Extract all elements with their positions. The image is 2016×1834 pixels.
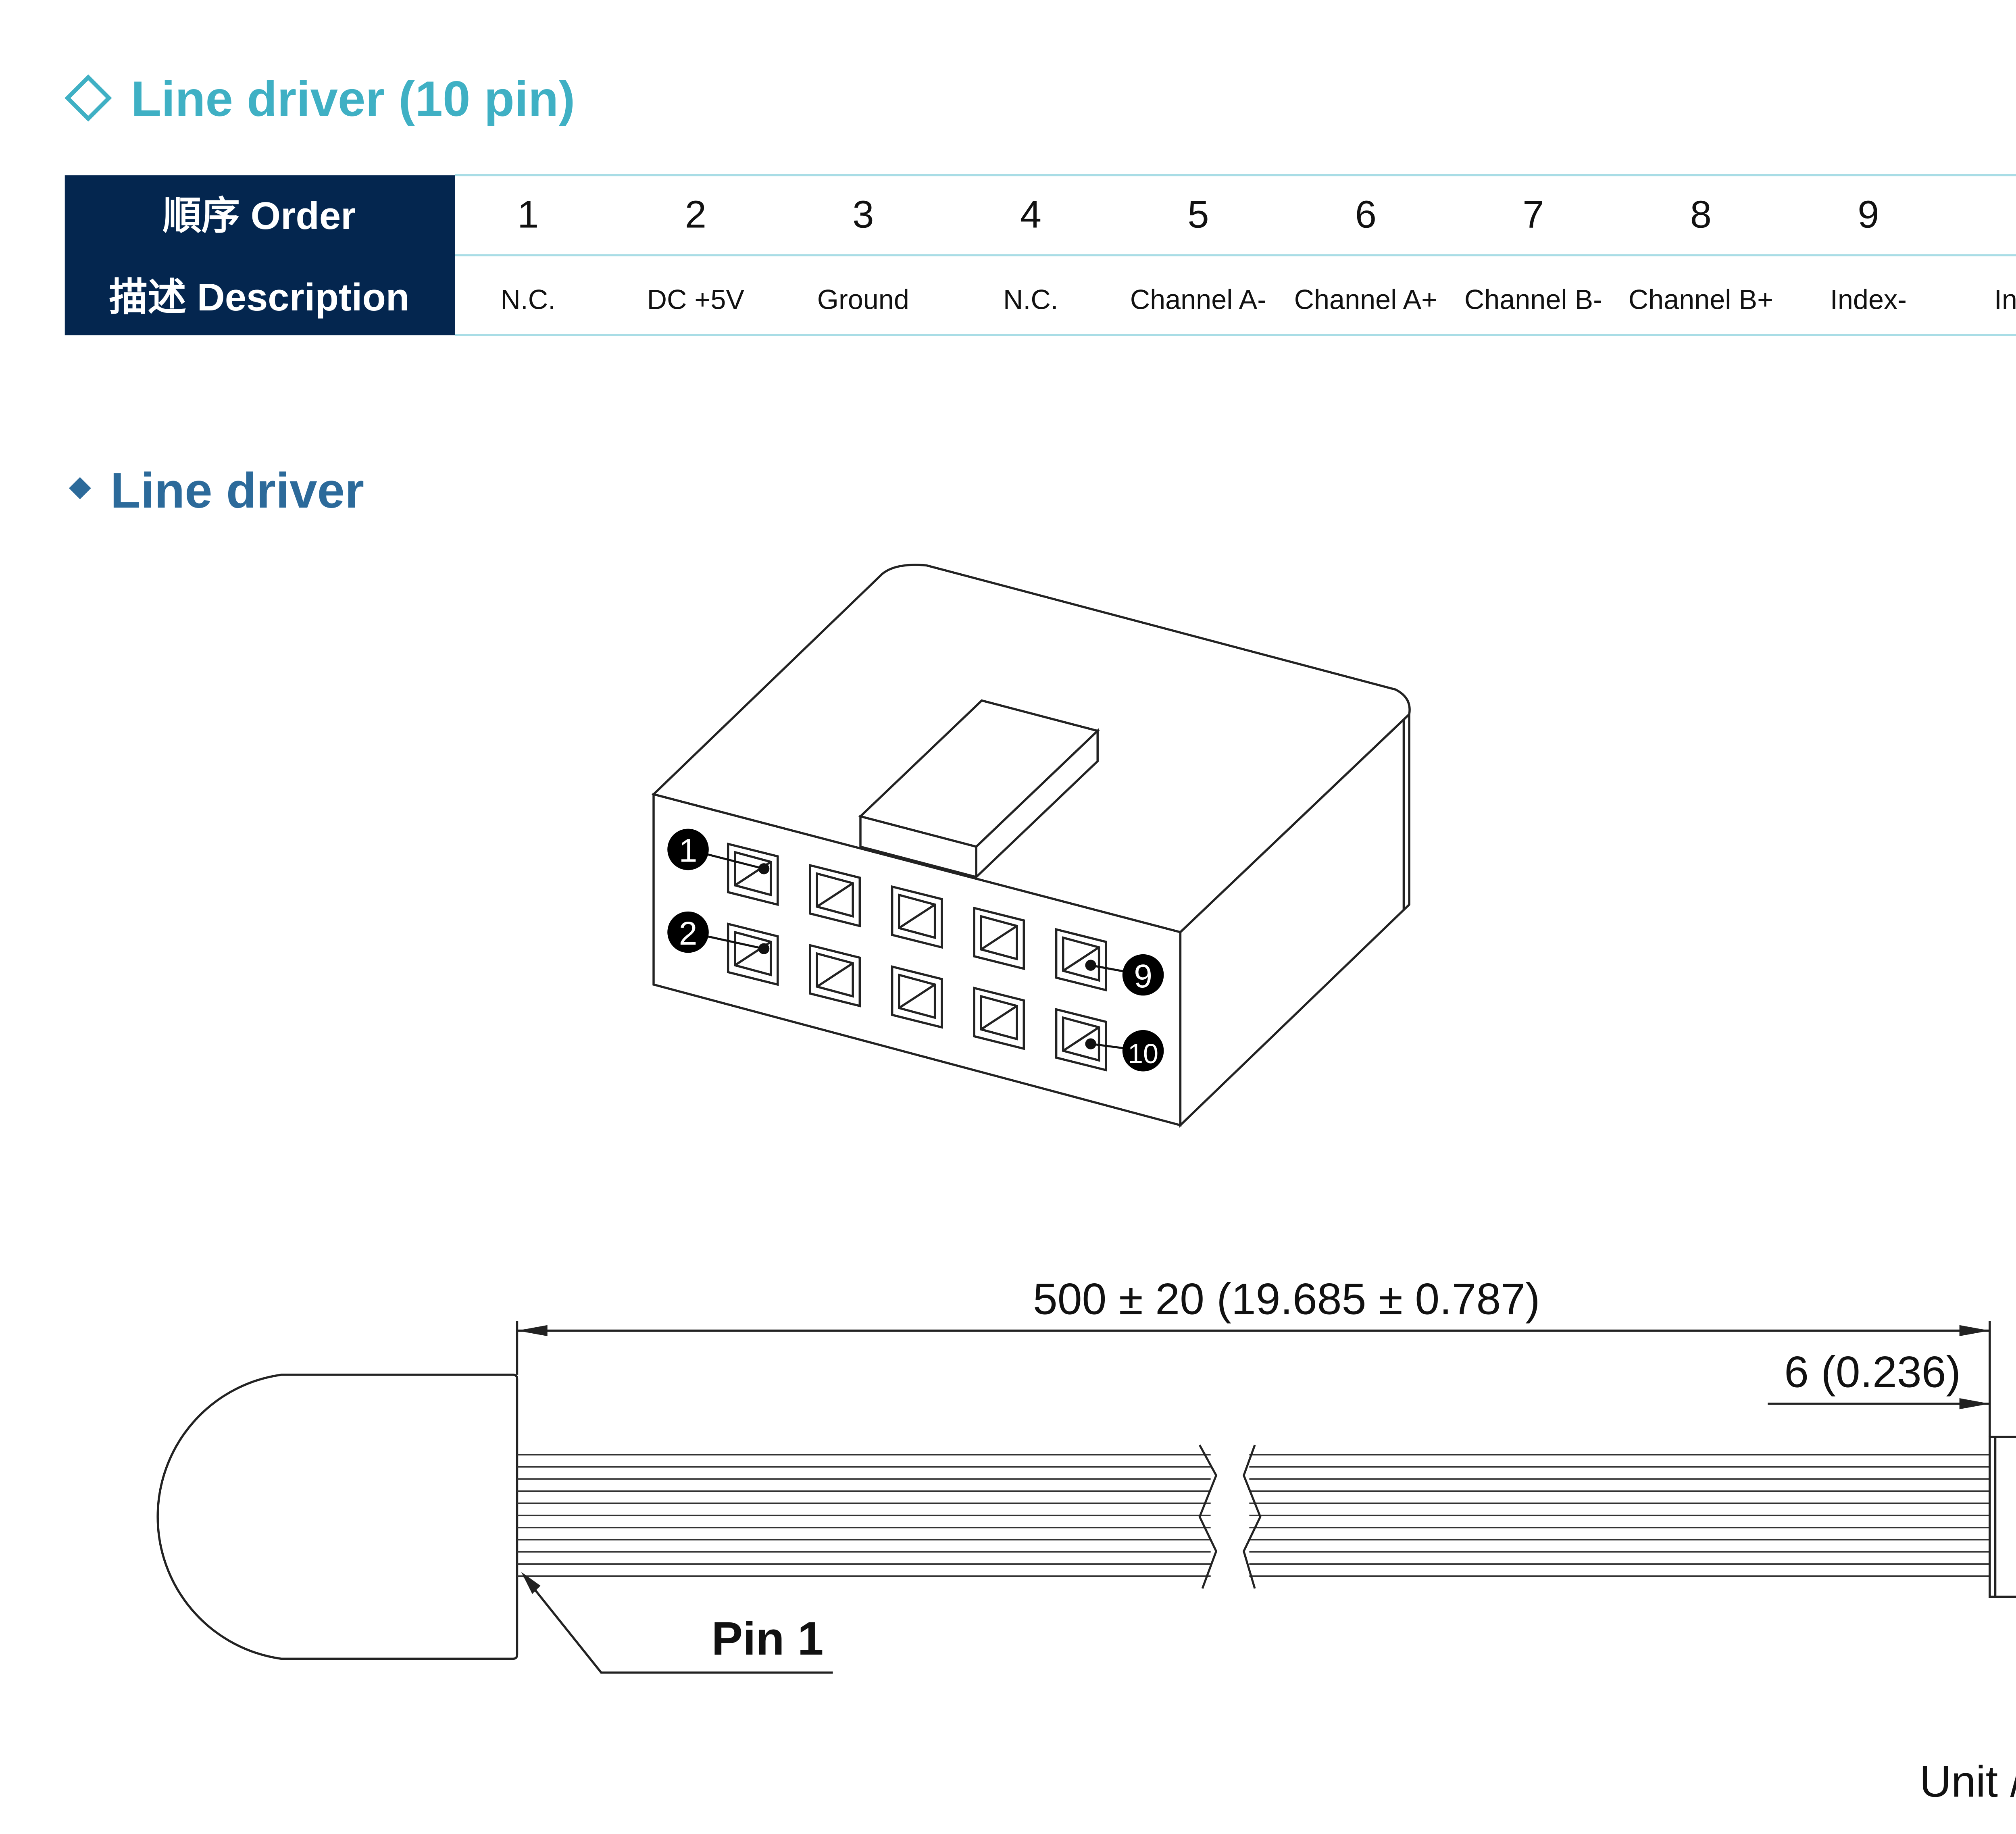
pin-description-cell: Channel A+ bbox=[1294, 284, 1437, 315]
section1-title: Line driver (10 pin) bbox=[131, 72, 575, 127]
pin-description-cell: Channel B+ bbox=[1629, 284, 1773, 315]
pin-order-cell: 4 bbox=[1020, 193, 1041, 236]
pin-slot bbox=[973, 906, 1025, 970]
section2-title: Line driver bbox=[110, 463, 364, 518]
pin-description-cell: Index- bbox=[1830, 284, 1907, 315]
pin-slot bbox=[809, 864, 861, 928]
pin-callout-number: 2 bbox=[679, 915, 698, 952]
pin-description-cell: Channel B- bbox=[1464, 284, 1602, 315]
end-dimension: 6 (0.236) bbox=[1784, 1348, 1961, 1397]
length-dimension: 500 ± 20 (19.685 ± 0.787) bbox=[1033, 1274, 1540, 1324]
cable-end-connector bbox=[1989, 1436, 2016, 1598]
pin-order-cell: 8 bbox=[1690, 193, 1712, 236]
pin-slot bbox=[727, 842, 779, 906]
pin-order-cell: 3 bbox=[852, 193, 874, 236]
pin1-label: Pin 1 bbox=[712, 1612, 824, 1665]
pin-slot bbox=[973, 987, 1025, 1050]
pin-callout: 1 bbox=[667, 829, 770, 874]
pin-description-cell: N.C. bbox=[1003, 284, 1058, 315]
pin-slot bbox=[891, 885, 943, 949]
pin-callout: 10 bbox=[1085, 1030, 1164, 1072]
pin-order-cell: 7 bbox=[1522, 193, 1544, 236]
connector-housing-side bbox=[156, 1374, 519, 1660]
hollow-diamond-icon bbox=[65, 74, 112, 122]
pin-callout: 2 bbox=[667, 911, 770, 954]
pin-slot bbox=[891, 965, 943, 1029]
pin-order-cell: 1 bbox=[517, 193, 539, 236]
description-header: 描述 Description bbox=[109, 276, 410, 319]
pin-slot bbox=[1055, 928, 1107, 992]
pin-order-cell: 5 bbox=[1187, 193, 1209, 236]
pin-callout-number: 9 bbox=[1134, 958, 1152, 995]
pin-callout-number: 10 bbox=[1128, 1039, 1158, 1069]
pin-description-cell: N.C. bbox=[500, 284, 556, 315]
cable-drawing: 500 ± 20 (19.685 ± 0.787) 6 (0.236) Pin … bbox=[156, 1274, 2016, 1674]
pin-description-cell: Channel A- bbox=[1130, 284, 1266, 315]
pin-order-cell: 2 bbox=[685, 193, 706, 236]
unit-label: Unit /mm bbox=[1920, 1757, 2016, 1806]
filled-diamond-icon bbox=[69, 477, 91, 500]
section2-header: Line driver bbox=[69, 463, 364, 518]
section1-header: Line driver (10 pin) bbox=[65, 72, 575, 127]
pin-description-cell: Index+ bbox=[1994, 284, 2016, 315]
order-header: 順序 Order bbox=[163, 194, 356, 237]
pin-slot bbox=[809, 944, 861, 1008]
pin-table: 順序 Order 描述 Description 1N.C. 2 DC +5V 3Gro… bbox=[65, 174, 2016, 336]
pin-order-cell: 9 bbox=[1858, 193, 1879, 236]
pin-description-cell: Ground bbox=[817, 284, 909, 315]
pin-order-cell: 10 bbox=[2014, 193, 2016, 236]
pin-order-cell: 6 bbox=[1355, 193, 1377, 236]
connector-drawing: 1 2 9 10 bbox=[651, 564, 1411, 1128]
pin-callout: 9 bbox=[1085, 954, 1164, 996]
pin-callout-number: 1 bbox=[679, 833, 698, 869]
pin-slot bbox=[1055, 1008, 1107, 1072]
pin-description-cell: DC +5V bbox=[647, 284, 745, 315]
pin-slot bbox=[727, 922, 779, 986]
table-header-column bbox=[65, 175, 455, 335]
